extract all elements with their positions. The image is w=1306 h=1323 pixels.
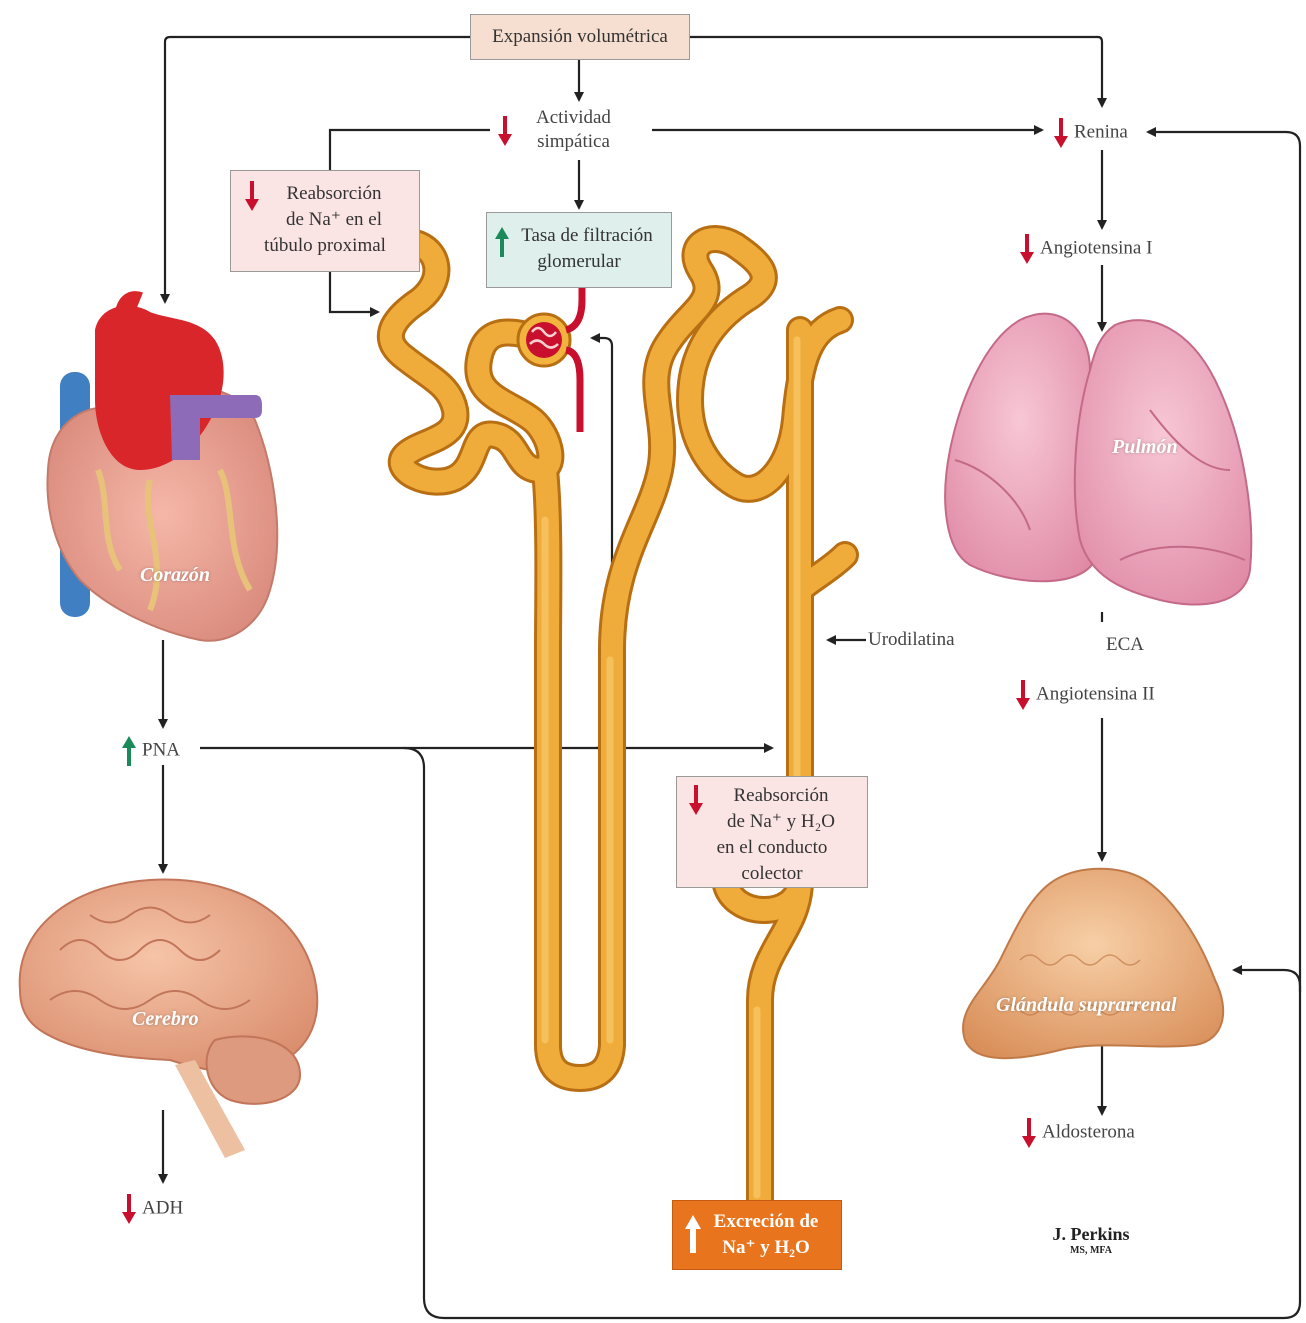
lung-label: Pulmón bbox=[1112, 436, 1178, 459]
proximal-reabsorption-box: Reabsorción de Na⁺ en el túbulo proximal bbox=[230, 170, 420, 272]
signature-credentials: MS, MFA bbox=[1026, 1245, 1156, 1256]
angiotensin1-label: Angiotensina I bbox=[1020, 234, 1152, 264]
down-arrow-icon bbox=[1020, 234, 1034, 264]
brain-label: Cerebro bbox=[132, 1008, 199, 1031]
down-arrow-icon bbox=[1054, 118, 1068, 148]
urodilatin-label: Urodilatina bbox=[868, 628, 955, 652]
gfr-line2: glomerular bbox=[487, 249, 671, 275]
adh-text: ADH bbox=[142, 1197, 183, 1218]
sympathetic-line1: Actividad bbox=[536, 106, 611, 130]
renin-label: Renina bbox=[1054, 118, 1128, 148]
renin-text: Renina bbox=[1074, 121, 1128, 142]
down-arrow-icon bbox=[498, 116, 512, 146]
signature-name: J. Perkins bbox=[1026, 1224, 1156, 1245]
collecting-line2: de Na⁺ y H₂O bbox=[677, 809, 867, 835]
adrenal-illustration bbox=[963, 869, 1223, 1058]
angiotensin2-text: Angiotensina II bbox=[1036, 683, 1155, 704]
pna-text: PNA bbox=[142, 739, 180, 760]
sympathetic-label: Actividad simpática bbox=[498, 106, 611, 154]
pna-label: PNA bbox=[122, 736, 180, 766]
collecting-reabsorption-box: Reabsorción de Na⁺ y H₂O en el conducto … bbox=[676, 776, 868, 888]
adh-label: ADH bbox=[122, 1194, 183, 1224]
down-arrow-icon bbox=[1022, 1118, 1036, 1148]
collecting-line4: colector bbox=[677, 861, 867, 887]
aldosterone-label: Aldosterona bbox=[1022, 1118, 1135, 1148]
excretion-box: Excreción de Na⁺ y H₂O bbox=[672, 1200, 842, 1270]
proximal-line2: de Na⁺ en el bbox=[231, 207, 419, 233]
up-arrow-icon bbox=[495, 227, 509, 257]
collecting-line1: Reabsorción bbox=[677, 783, 867, 809]
sympathetic-line2: simpática bbox=[536, 130, 611, 154]
gfr-line1: Tasa de filtración bbox=[487, 223, 671, 249]
angiotensin1-text: Angiotensina I bbox=[1040, 237, 1152, 258]
expansion-box: Expansión volumétrica bbox=[470, 14, 690, 60]
up-arrow-icon bbox=[685, 1215, 701, 1253]
down-arrow-icon bbox=[689, 785, 703, 815]
eca-label: ECA bbox=[1106, 633, 1144, 657]
heart-illustration bbox=[47, 299, 277, 641]
aldosterone-text: Aldosterona bbox=[1042, 1121, 1135, 1142]
up-arrow-icon bbox=[122, 736, 136, 766]
collecting-line3: en el conducto bbox=[677, 835, 867, 861]
heart-label: Corazón bbox=[140, 564, 210, 587]
lung-illustration bbox=[945, 314, 1251, 605]
proximal-line3: túbulo proximal bbox=[231, 233, 419, 259]
angiotensin2-label: Angiotensina II bbox=[1016, 680, 1155, 710]
gfr-box: Tasa de filtración glomerular bbox=[486, 212, 672, 288]
down-arrow-icon bbox=[245, 181, 259, 211]
artist-signature: J. Perkins MS, MFA bbox=[1026, 1224, 1156, 1256]
down-arrow-icon bbox=[122, 1194, 136, 1224]
down-arrow-icon bbox=[1016, 680, 1030, 710]
proximal-line1: Reabsorción bbox=[231, 181, 419, 207]
expansion-label: Expansión volumétrica bbox=[492, 26, 668, 47]
adrenal-label: Glándula suprarrenal bbox=[996, 994, 1177, 1017]
